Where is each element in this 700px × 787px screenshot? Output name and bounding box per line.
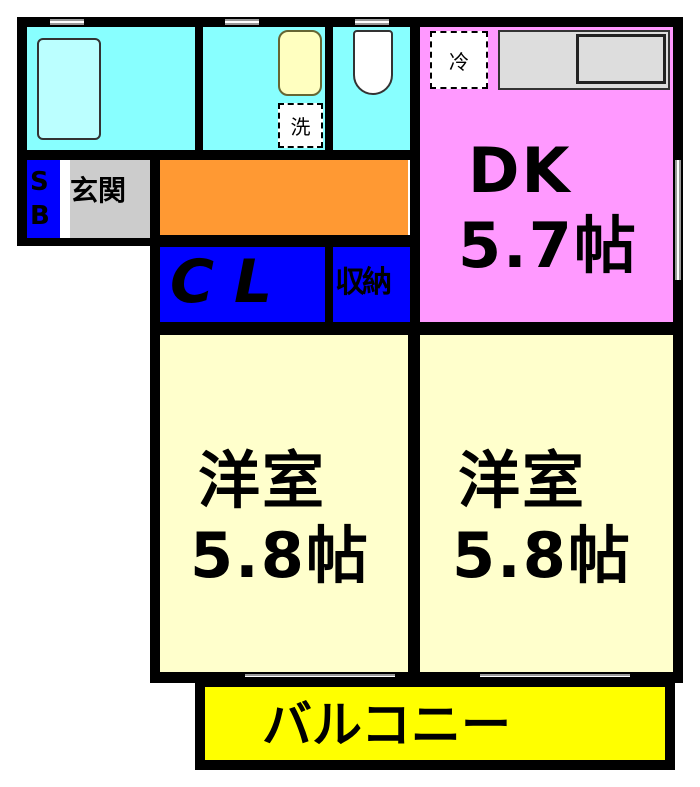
wall xyxy=(160,235,410,247)
bathtub xyxy=(37,38,101,140)
window xyxy=(675,160,681,280)
entrance-label: 玄関 xyxy=(70,174,127,207)
entrance xyxy=(70,160,150,238)
wash-basin xyxy=(278,30,322,96)
wall xyxy=(410,27,420,327)
western-left-label: 洋室 xyxy=(198,444,327,517)
washer-label: 洗 xyxy=(290,115,311,139)
western-room-left xyxy=(160,335,408,672)
western-right-label: 洋室 xyxy=(458,444,587,517)
closet xyxy=(160,247,325,322)
shoe-box xyxy=(27,160,60,238)
balcony xyxy=(195,677,675,770)
balcony-label: バルコニー xyxy=(262,696,511,754)
wall xyxy=(408,327,420,677)
storage xyxy=(333,247,410,322)
wall xyxy=(195,27,203,157)
wall xyxy=(27,150,410,160)
outer-wall xyxy=(17,17,27,245)
western-left-size: 5.8帖 xyxy=(190,519,370,592)
outer-wall xyxy=(673,17,683,683)
shoe-box-label: SB xyxy=(30,167,50,231)
wall xyxy=(150,155,160,245)
fridge-label: 冷 xyxy=(449,49,469,74)
outer-wall xyxy=(17,17,683,27)
closet-label: CL xyxy=(170,247,293,317)
dk-size: 5.7帖 xyxy=(458,209,638,282)
outer-wall xyxy=(150,238,160,683)
window xyxy=(50,19,84,25)
window xyxy=(225,19,259,25)
western-room-right xyxy=(420,335,673,672)
hallway xyxy=(160,160,408,235)
sink-icon xyxy=(576,34,666,84)
western-right-size: 5.8帖 xyxy=(452,519,632,592)
dk-label: DK xyxy=(468,134,572,207)
storage-label: 収納 xyxy=(335,265,392,300)
wall xyxy=(325,247,333,327)
window xyxy=(355,19,389,25)
outer-wall xyxy=(17,238,160,246)
fridge-space: 冷 xyxy=(430,31,488,89)
wall xyxy=(325,27,333,157)
washer-space: 洗 xyxy=(278,103,323,148)
toilet-icon xyxy=(353,30,393,95)
